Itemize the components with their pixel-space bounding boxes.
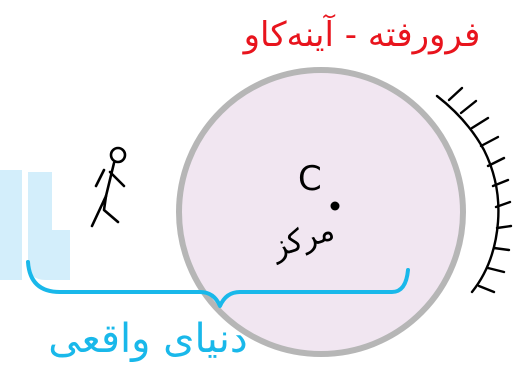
figure-head (109, 146, 127, 164)
center-letter: C (298, 159, 322, 199)
hatch-line (477, 284, 496, 294)
mirror-hatching (435, 86, 513, 294)
figure-left-arm (94, 168, 106, 188)
mirror-sphere (176, 67, 466, 357)
figure-right-leg (102, 194, 120, 224)
center-point-icon (330, 201, 340, 211)
hatch-line (486, 156, 506, 168)
bottom-caption: دنیای واقعی (48, 316, 247, 362)
hatch-line (470, 116, 490, 130)
watermark-block-left (0, 170, 22, 280)
hatch-line (479, 135, 500, 148)
figure-left-leg (90, 194, 108, 228)
real-world-brace (26, 260, 410, 308)
hatch-line (495, 224, 513, 230)
watermark-block-right (28, 172, 70, 280)
hatch-line (492, 246, 511, 252)
top-title: فرورفته - آینه‌کاو (242, 14, 481, 55)
hatch-line (486, 266, 506, 274)
figure-right-arm (108, 170, 126, 188)
figure-body (104, 161, 116, 198)
stick-figure-icon (90, 146, 127, 228)
hatch-line (447, 86, 464, 102)
hatch-line (494, 200, 512, 209)
background-watermark (0, 170, 70, 280)
hatch-line (491, 178, 510, 188)
hatch-line (459, 99, 478, 115)
